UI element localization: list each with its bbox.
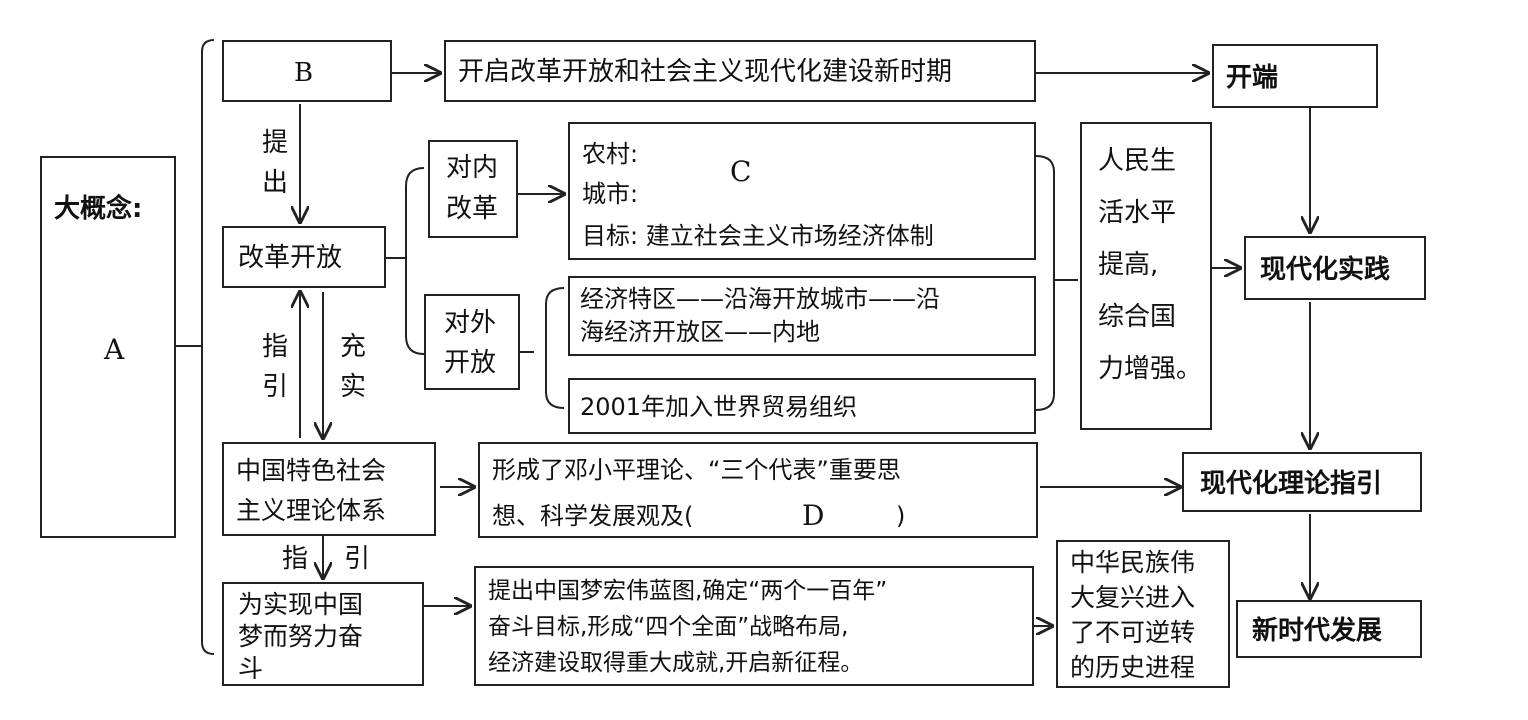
node-theory-formed: 形成了邓小平理论、“三个代表”重要思 想、科学发展观及( D ) xyxy=(478,442,1038,538)
node-people-life: 人民生 活水平 提高, 综合国 力增强。 xyxy=(1080,122,1212,430)
dream-struggle-1: 为实现中国 xyxy=(238,590,364,619)
node-rejuvenation: 中华民族伟 大复兴进入 了不可逆转 的历史进程 xyxy=(1056,540,1230,688)
theory-formed-close: ) xyxy=(896,502,906,530)
node-theory-system: 中国特色社会 主义理论体系 xyxy=(222,442,436,536)
people-life-4: 综合国 xyxy=(1098,302,1177,332)
people-life-1: 人民生 xyxy=(1098,146,1177,176)
theory-system-1: 中国特色社会 xyxy=(236,456,387,485)
external-detail-2-text: 2001年加入世界贸易组织 xyxy=(580,393,858,421)
node-internal-detail: 农村: C 城市: 目标: 建立社会主义市场经济体制 xyxy=(568,122,1036,260)
node-internal-2: 改革 xyxy=(446,194,499,224)
node-b-result-text: 开启改革开放和社会主义现代化建设新时期 xyxy=(458,57,953,87)
node-new-era: 新时代发展 xyxy=(1236,600,1422,658)
node-c: C xyxy=(730,155,752,188)
modern-practice-text: 现代化实践 xyxy=(1260,255,1391,285)
node-external-2: 开放 xyxy=(444,348,497,378)
node-internal-1: 对内 xyxy=(446,153,499,183)
urban-label: 城市: xyxy=(582,180,639,208)
node-modern-practice: 现代化实践 xyxy=(1244,236,1426,300)
node-b-text: B xyxy=(294,58,314,88)
node-b-result: 开启改革开放和社会主义现代化建设新时期 xyxy=(444,40,1036,102)
theory-system-2: 主义理论体系 xyxy=(236,496,387,525)
goal-text: 目标: 建立社会主义市场经济体制 xyxy=(582,222,934,250)
external-detail-1-line2: 海经济开放区——内地 xyxy=(580,318,820,346)
dream-detail-3: 经济建设取得重大成就,开启新征程。 xyxy=(488,650,864,676)
rejuvenation-1: 中华民族伟 xyxy=(1070,548,1196,577)
rural-label: 农村: xyxy=(582,140,639,168)
modern-theory-text: 现代化理论指引 xyxy=(1200,469,1383,499)
node-external-detail-2: 2001年加入世界贸易组织 xyxy=(568,378,1036,434)
big-concept-a: A xyxy=(104,333,125,366)
node-start-text: 开端 xyxy=(1226,63,1279,93)
people-life-5: 力增强。 xyxy=(1098,354,1203,384)
theory-formed-line2: 想、科学发展观及( xyxy=(492,502,694,530)
node-start: 开端 xyxy=(1212,44,1378,108)
people-life-3: 提高, xyxy=(1098,250,1159,280)
rejuvenation-4: 的历史进程 xyxy=(1070,653,1196,682)
details-brace xyxy=(1035,155,1078,411)
big-concept-box: 大概念: A xyxy=(40,156,176,538)
theory-formed-line1: 形成了邓小平理论、“三个代表”重要思 xyxy=(492,456,901,484)
node-modern-theory: 现代化理论指引 xyxy=(1182,452,1422,512)
rejuvenation-3: 了不可逆转 xyxy=(1070,618,1196,647)
people-life-2: 活水平 xyxy=(1098,198,1177,228)
dream-struggle-3: 斗 xyxy=(238,654,264,683)
external-brace xyxy=(520,287,565,409)
dream-detail-2: 奋斗目标,形成“四个全面”战略布局, xyxy=(488,614,849,640)
node-external-detail-1: 经济特区——沿海开放城市——沿 海经济开放区——内地 xyxy=(568,276,1036,356)
label-guide-down-2: 引 xyxy=(344,544,371,574)
node-reform: 改革开放 xyxy=(222,226,386,288)
big-concept-label: 大概念: xyxy=(54,194,143,224)
reform-brace xyxy=(386,167,425,355)
label-guide-up-1: 指 xyxy=(262,332,289,362)
node-internal: 对内 改革 xyxy=(428,140,518,238)
label-guide-down-1: 指 xyxy=(282,544,309,574)
label-enrich-2: 实 xyxy=(340,372,367,402)
label-enrich-1: 充 xyxy=(340,332,367,362)
node-d: D xyxy=(802,499,825,532)
new-era-text: 新时代发展 xyxy=(1252,616,1383,646)
label-guide-up-2: 引 xyxy=(262,372,289,402)
rejuvenation-2: 大复兴进入 xyxy=(1070,583,1196,612)
node-dream-struggle: 为实现中国 梦而努力奋 斗 xyxy=(222,582,424,686)
main-brace xyxy=(176,39,215,655)
label-propose-2: 出 xyxy=(262,168,289,198)
node-external-1: 对外 xyxy=(444,308,497,338)
dream-struggle-2: 梦而努力奋 xyxy=(238,622,364,651)
node-external: 对外 开放 xyxy=(424,294,520,390)
label-propose-1: 提 xyxy=(262,128,289,158)
external-detail-1-line1: 经济特区——沿海开放城市——沿 xyxy=(580,285,940,313)
node-dream-detail: 提出中国梦宏伟蓝图,确定“两个一百年” 奋斗目标,形成“四个全面”战略布局, 经… xyxy=(474,566,1034,686)
dream-detail-1: 提出中国梦宏伟蓝图,确定“两个一百年” xyxy=(488,578,888,604)
node-b: B xyxy=(222,40,392,102)
node-reform-text: 改革开放 xyxy=(238,243,343,273)
